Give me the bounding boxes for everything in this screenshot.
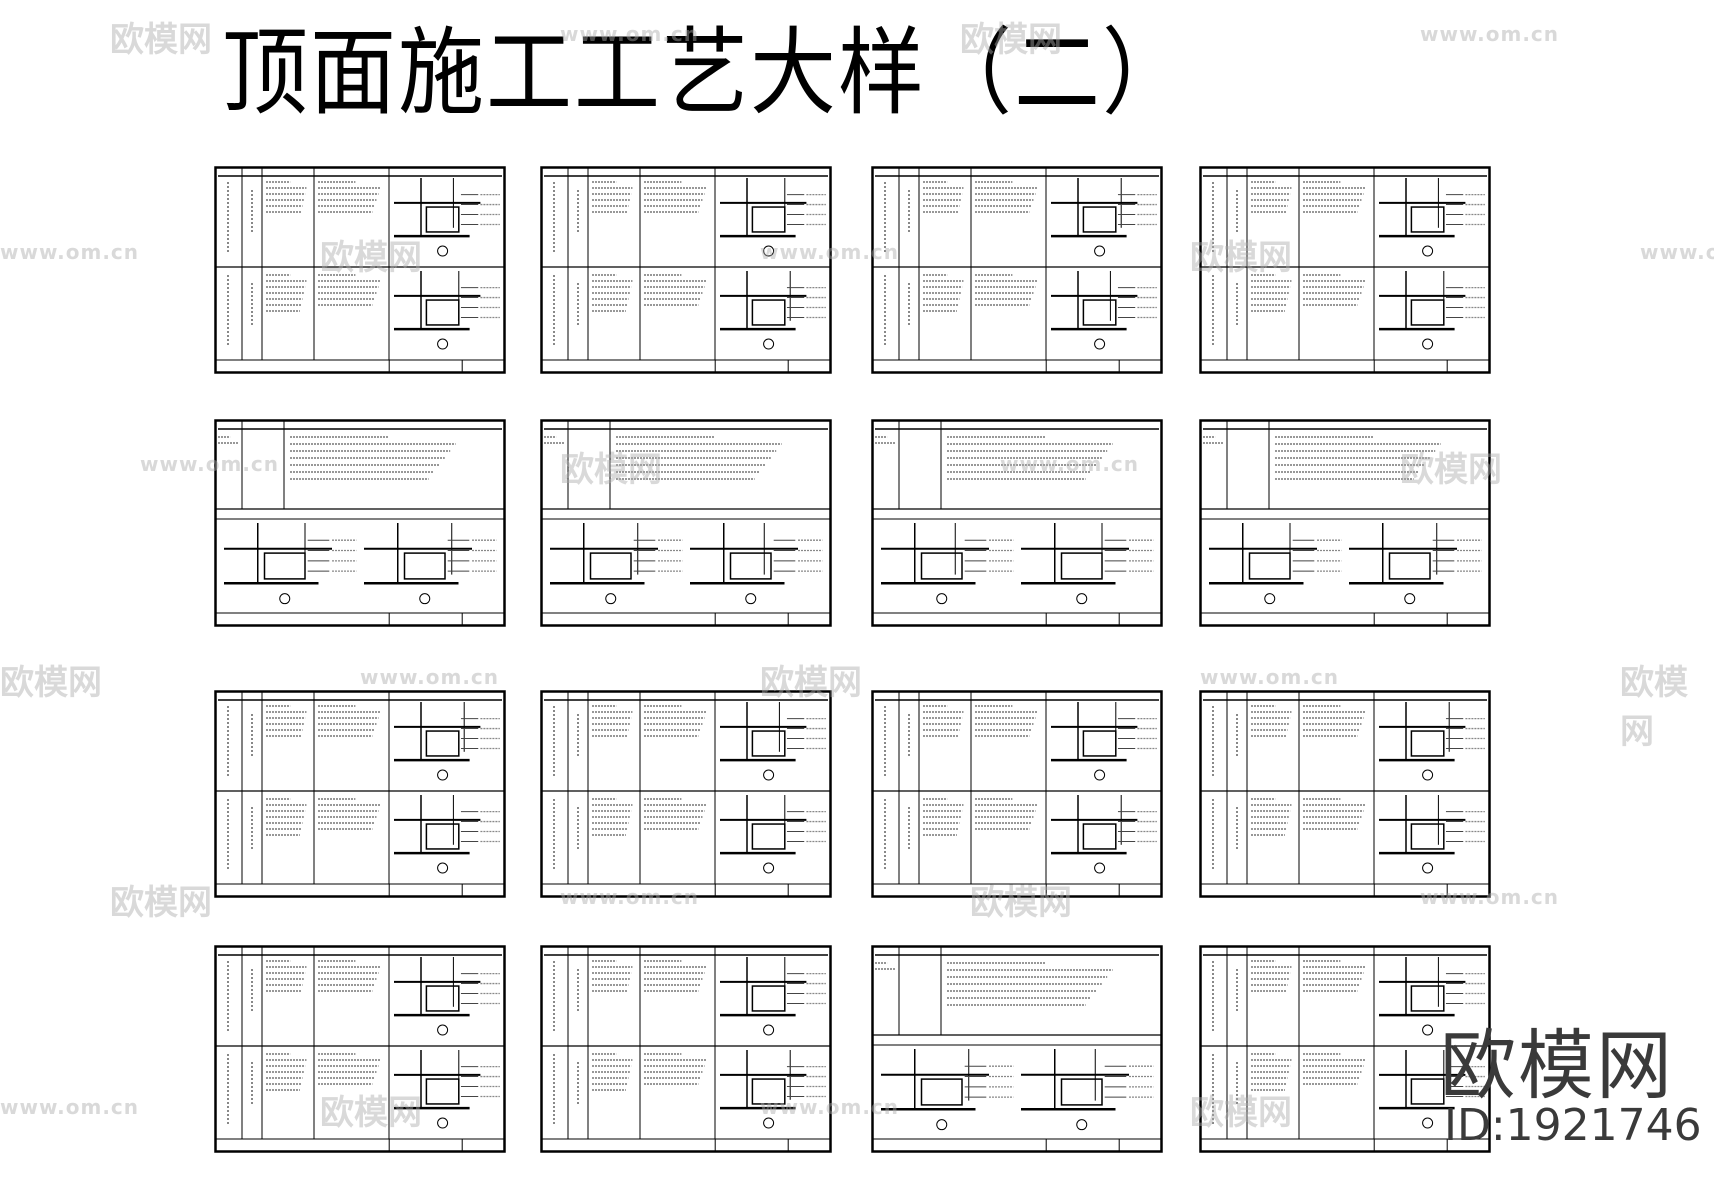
detail-drawing (364, 523, 497, 605)
construction-detail-sheet (214, 419, 506, 627)
construction-detail-sheet (214, 166, 506, 374)
detail-drawing (1379, 271, 1485, 350)
construction-detail-sheet (540, 419, 832, 627)
construction-detail-sheet (214, 945, 506, 1153)
detail-drawing (224, 523, 357, 605)
detail-drawing (550, 523, 683, 605)
detail-drawing (1379, 178, 1485, 257)
detail-drawing (394, 1050, 500, 1129)
detail-drawing (394, 795, 500, 874)
detail-drawing (394, 271, 500, 350)
construction-detail-sheet (871, 690, 1163, 898)
construction-detail-sheet (1199, 945, 1491, 1153)
page-title: 顶面施工工艺大样（二） (222, 18, 1190, 129)
watermark-url: www.om.cn (1420, 22, 1560, 46)
detail-drawing (720, 178, 826, 257)
detail-drawing (720, 271, 826, 350)
detail-drawing (1051, 178, 1157, 257)
detail-drawing (1349, 523, 1482, 605)
construction-detail-sheet (871, 419, 1163, 627)
detail-drawing (720, 957, 826, 1036)
construction-detail-sheet (214, 690, 506, 898)
detail-drawing (720, 795, 826, 874)
construction-detail-sheet (540, 945, 832, 1153)
detail-drawing (1051, 271, 1157, 350)
detail-drawing (394, 702, 500, 781)
watermark-brand: 欧模网 (110, 883, 212, 923)
detail-drawing (881, 1049, 1014, 1131)
detail-drawing (394, 957, 500, 1036)
detail-drawing (1379, 957, 1485, 1036)
construction-detail-sheet (871, 166, 1163, 374)
detail-drawing (690, 523, 823, 605)
watermark-url: www.om.cn (0, 1095, 140, 1119)
construction-detail-sheet (871, 945, 1163, 1153)
detail-drawing (1051, 702, 1157, 781)
construction-detail-sheet (540, 166, 832, 374)
model-id: ID:1921746 (1444, 1100, 1702, 1151)
construction-detail-sheet (1199, 166, 1491, 374)
detail-drawing (1379, 795, 1485, 874)
watermark-brand: 欧模网 (1620, 663, 1688, 752)
detail-drawing (720, 1050, 826, 1129)
detail-drawing (1379, 702, 1485, 781)
construction-detail-sheet (1199, 419, 1491, 627)
watermark-url: www.om.cn (0, 240, 140, 264)
detail-drawing (1021, 523, 1154, 605)
watermark-brand: 欧模网 (110, 20, 212, 60)
detail-drawing (1051, 795, 1157, 874)
construction-detail-sheet (540, 690, 832, 898)
watermark-url: www.om.cn (1200, 665, 1340, 689)
watermark-brand: 欧模网 (0, 663, 102, 703)
construction-detail-sheet (1199, 690, 1491, 898)
detail-drawing (1021, 1049, 1154, 1131)
watermark-url: www.om.cn (360, 665, 500, 689)
brand-logo: 欧模网 (1440, 1021, 1674, 1110)
detail-drawing (720, 702, 826, 781)
watermark-url: www.om.cn (1640, 240, 1714, 264)
detail-drawing (881, 523, 1014, 605)
detail-drawing (394, 178, 500, 257)
detail-drawing (1379, 1050, 1485, 1129)
detail-drawing (1209, 523, 1342, 605)
